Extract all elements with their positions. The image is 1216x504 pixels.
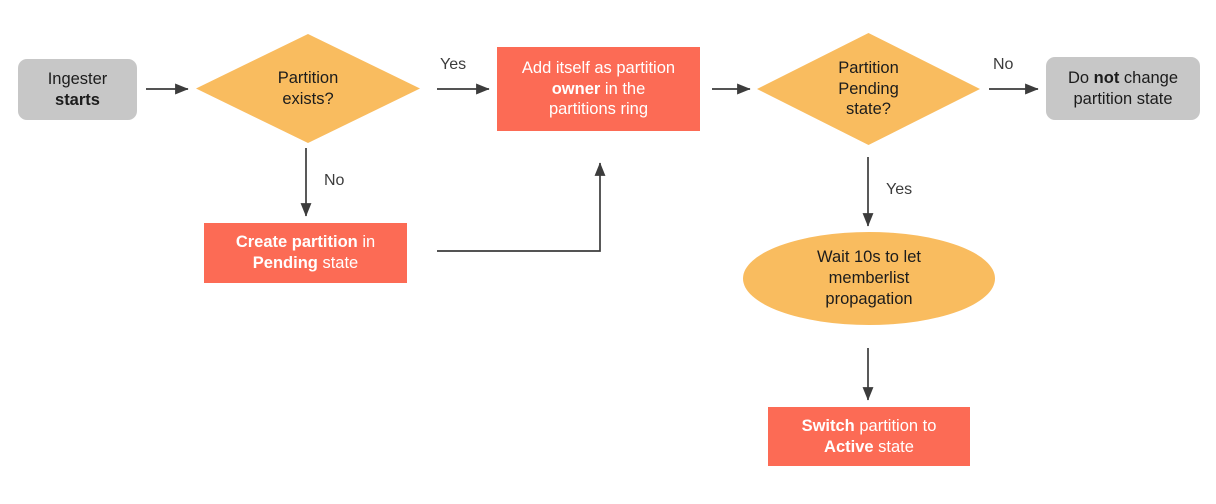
node-wait-memberlist-line2: memberlist — [828, 269, 910, 288]
diamond-shape-partition-exists — [196, 34, 420, 143]
node-wait-memberlist-line1: Wait 10s to let — [817, 248, 921, 267]
node-do-not-change-state-line1-post: change — [1119, 68, 1179, 87]
node-do-not-change-state-line2: partition state — [1073, 89, 1173, 108]
node-add-itself-owner-line2-bold: owner — [551, 79, 601, 98]
node-do-not-change-state-text: Do not change partition state — [1060, 68, 1186, 110]
node-add-itself-owner-line1: Add itself as partition — [521, 58, 676, 77]
node-ingester-starts-text: Ingester starts — [40, 69, 116, 111]
node-create-partition-pending-line1-rest: in — [357, 233, 376, 252]
node-add-itself-owner-line2-rest: in the — [600, 79, 646, 98]
node-add-itself-owner-text: Add itself as partition owner in the par… — [514, 58, 683, 120]
node-create-partition-pending-line1-bold: Create partition — [235, 233, 358, 252]
edge-label-exists-no: No — [324, 172, 345, 189]
node-switch-partition-active-line2-rest: state — [873, 437, 914, 456]
edge-label-pending-yes: Yes — [886, 181, 913, 198]
node-ingester-starts-line1: Ingester — [47, 69, 108, 88]
node-partition-pending-state[interactable]: Partition Pending state? — [757, 33, 980, 145]
node-switch-partition-active-line1-rest: partition to — [854, 416, 937, 435]
node-partition-exists[interactable]: Partition exists? — [196, 34, 420, 143]
node-do-not-change-state-line1-pre: Do — [1067, 68, 1094, 87]
node-wait-memberlist[interactable]: Wait 10s to let memberlist propagation — [743, 232, 995, 325]
node-switch-partition-active-line2-bold: Active — [824, 437, 874, 456]
node-create-partition-pending-line2-bold: Pending — [252, 254, 318, 272]
node-create-partition-pending[interactable]: Create partition in Pending state — [204, 223, 407, 283]
node-add-itself-owner[interactable]: Add itself as partition owner in the par… — [497, 47, 700, 131]
node-do-not-change-state-line1-bold: not — [1093, 68, 1120, 87]
node-do-not-change-state[interactable]: Do not change partition state — [1046, 57, 1200, 120]
node-ingester-starts[interactable]: Ingester starts — [18, 59, 137, 120]
node-wait-memberlist-line3: propagation — [825, 289, 913, 308]
edge-label-exists-yes: Yes — [440, 56, 467, 73]
node-switch-partition-active-text: Switch partition to Active state — [794, 416, 945, 458]
edge-label-pending-no: No — [993, 56, 1014, 73]
node-ingester-starts-line2: starts — [55, 90, 100, 109]
edge-create-loop-to-add — [437, 162, 606, 252]
node-create-partition-pending-line2-rest: state — [317, 254, 359, 272]
node-wait-memberlist-text: Wait 10s to let memberlist propagation — [809, 247, 929, 309]
node-create-partition-pending-text: Create partition in Pending state — [228, 232, 383, 274]
node-switch-partition-active-line1-bold: Switch — [801, 416, 855, 435]
node-add-itself-owner-line3: partitions ring — [548, 100, 649, 119]
diamond-shape-partition-pending-state — [757, 33, 980, 145]
node-switch-partition-active[interactable]: Switch partition to Active state — [768, 407, 970, 466]
